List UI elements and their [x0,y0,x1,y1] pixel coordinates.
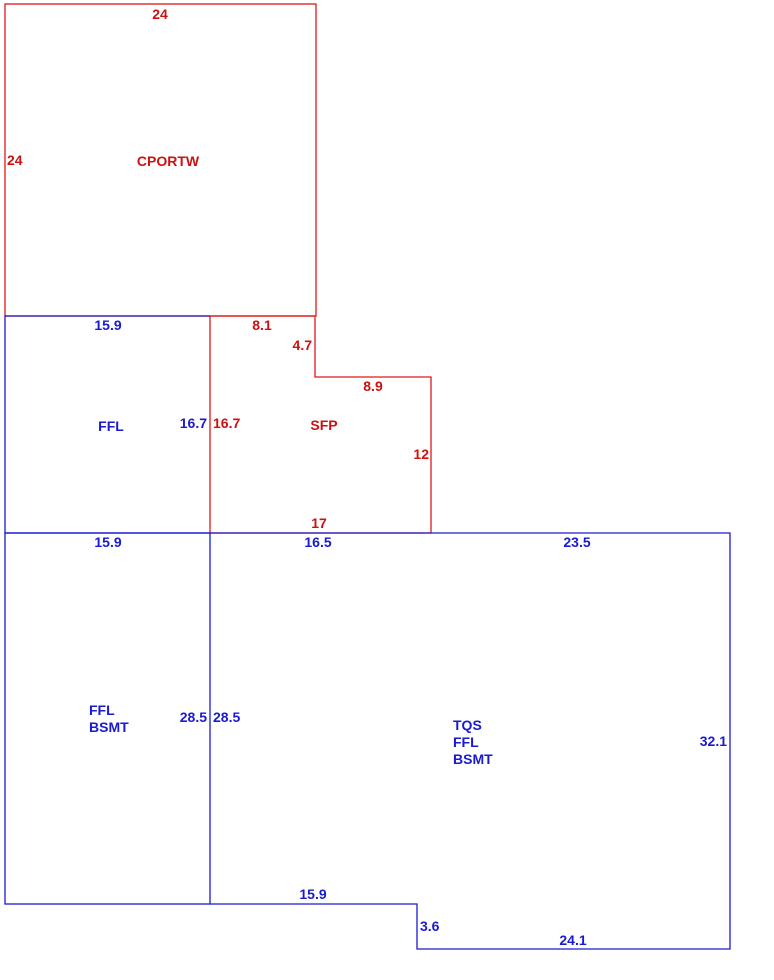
tqs-right-dim: 32.1 [700,733,727,749]
tqs-step-dim: 3.6 [420,918,440,934]
sfp-right-dim: 12 [413,446,429,462]
ffl-upper-label: FFL [98,418,124,434]
tqs-label-line3: BSMT [453,751,493,767]
sfp-left-dim: 16.7 [213,415,240,431]
tqs-outline [210,532,731,950]
ffl-upper-right-dim: 16.7 [180,415,207,431]
tqs-label-line2: FFL [453,734,479,750]
sfp-top-dim: 8.1 [252,317,272,333]
cportw-label: CPORTW [137,153,200,169]
ffl-bsmt-label-line1: FFL [89,702,115,718]
ffl-bsmt-right-dim: 28.5 [180,709,207,725]
ffl-bsmt-label-line2: BSMT [89,719,129,735]
cportw-top-dim: 24 [152,6,168,22]
sfp-label: SFP [310,417,337,433]
tqs-bottom-right-dim: 24.1 [559,932,586,948]
tqs-top-left-dim: 16.5 [304,534,331,550]
ffl-bsmt-top-dim: 15.9 [94,534,121,550]
cportw-left-dim: 24 [7,152,23,168]
ffl-upper-top-dim: 15.9 [94,317,121,333]
tqs-bottom-left-dim: 15.9 [299,886,326,902]
ffl-bsmt-outline [4,532,211,905]
sfp-step-horizontal-dim: 8.9 [363,378,383,394]
sfp-bottom-dim: 17 [311,515,327,531]
sfp-step-vertical-dim: 4.7 [293,337,313,353]
tqs-label-line1: TQS [453,717,482,733]
tqs-left-dim: 28.5 [213,709,240,725]
tqs-top-right-dim: 23.5 [563,534,590,550]
